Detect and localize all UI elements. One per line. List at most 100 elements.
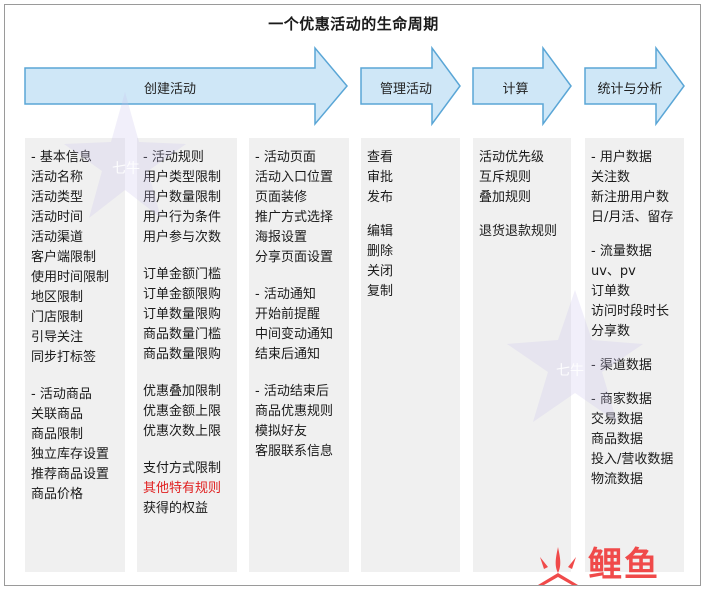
list-item: 关闭 xyxy=(367,264,394,279)
list-spacer xyxy=(143,442,237,459)
list-item: 叠加规则 xyxy=(479,190,532,205)
list-spacer xyxy=(255,268,349,285)
list-item: 发布 xyxy=(367,190,394,205)
list-item: 优惠叠加限制 xyxy=(143,384,222,399)
phase-label-create: 创建活动 xyxy=(143,82,196,97)
list-item: 关联商品 xyxy=(31,407,84,422)
phase-arrow-calc xyxy=(472,45,572,127)
list-item: 商品价格 xyxy=(31,487,84,502)
list-spacer xyxy=(143,365,237,382)
list-item: 编辑 xyxy=(367,224,394,239)
column-activity-rules: - 活动规则用户类型限制用户数量限制用户行为条件用户参与次数订单金额门槛订单金额… xyxy=(137,138,237,572)
list-item: 用户数量限制 xyxy=(143,190,222,205)
list-item: 访问时段时长 xyxy=(591,304,670,319)
list-item: - 用户数据 xyxy=(591,150,652,165)
list-item: 订单数量限购 xyxy=(143,307,222,322)
list-item: 地区限制 xyxy=(31,290,84,305)
list-item: 结束后通知 xyxy=(255,347,321,362)
list-item: 订单金额门槛 xyxy=(143,267,222,282)
list-item: 订单金额限购 xyxy=(143,287,222,302)
column-manage-actions: 查看审批发布编辑删除关闭复制 xyxy=(361,138,460,572)
list-item: 门店限制 xyxy=(31,310,84,325)
list-item: 用户参与次数 xyxy=(143,230,222,245)
list-item: - 活动商品 xyxy=(31,387,92,402)
phase-arrow-stats xyxy=(584,45,685,127)
phase-label-calc: 计算 xyxy=(502,82,529,97)
list-item: uv、pv xyxy=(591,264,636,279)
list-item: 关注数 xyxy=(591,170,631,185)
list-item: 复制 xyxy=(367,284,394,299)
list-spacer xyxy=(31,368,125,385)
list-item: - 渠道数据 xyxy=(591,358,652,373)
list-item: 删除 xyxy=(367,244,394,259)
list-item: 活动渠道 xyxy=(31,230,84,245)
list-spacer xyxy=(479,208,571,222)
list-item: 活动类型 xyxy=(31,190,84,205)
list-item: 用户行为条件 xyxy=(143,210,222,225)
list-item: - 活动结束后 xyxy=(255,384,329,399)
list-item: - 活动通知 xyxy=(255,287,316,302)
phase-arrow-create xyxy=(24,45,348,127)
list-item: - 基本信息 xyxy=(31,150,92,165)
phase-label-manage: 管理活动 xyxy=(379,82,432,97)
list-spacer xyxy=(143,248,237,265)
list-item: 活动优先级 xyxy=(479,150,545,165)
list-item: - 活动规则 xyxy=(143,150,204,165)
column-activity-page: - 活动页面活动入口位置页面装修推广方式选择海报设置分享页面设置 - 活动通知开始… xyxy=(249,138,349,572)
list-item: 独立库存设置 xyxy=(31,447,110,462)
list-item: 新注册用户数 xyxy=(591,190,670,205)
list-item: 同步打标签 xyxy=(31,350,97,365)
list-item: 开始前提醒 xyxy=(255,307,321,322)
list-item: 商品限制 xyxy=(31,427,84,442)
list-item: 互斥规则 xyxy=(479,170,532,185)
list-spacer xyxy=(367,208,460,222)
list-item: 订单数 xyxy=(591,284,631,299)
list-item: 审批 xyxy=(367,170,394,185)
list-item: 分享数 xyxy=(591,324,631,339)
list-item: 支付方式限制 xyxy=(143,461,222,476)
phase-label-stats: 统计与分析 xyxy=(597,82,663,97)
list-item: 客服联系信息 xyxy=(255,444,334,459)
list-item: 活动时间 xyxy=(31,210,84,225)
list-item: 推荐商品设置 xyxy=(31,467,110,482)
list-item: 获得的权益 xyxy=(143,501,209,516)
list-item: 模拟好友 xyxy=(255,424,308,439)
list-item: 商品优惠规则 xyxy=(255,404,334,419)
list-item: 引导关注 xyxy=(31,330,84,345)
list-item: 退货退款规则 xyxy=(479,224,558,239)
list-item: 活动入口位置 xyxy=(255,170,334,185)
list-item: 用户类型限制 xyxy=(143,170,222,185)
column-statistics: - 用户数据关注数新注册用户数日/月活、留存 - 流量数据 uv、pv 订单数访问时段… xyxy=(585,138,684,572)
list-item: 活动名称 xyxy=(31,170,84,185)
list-spacer xyxy=(591,376,684,390)
list-item: - 流量数据 xyxy=(591,244,652,259)
list-item: 优惠金额上限 xyxy=(143,404,222,419)
list-item: 客户端限制 xyxy=(31,250,97,265)
list-item: 日/月活、留存 xyxy=(591,210,674,225)
list-item: 投入/营收数据 xyxy=(591,452,674,467)
list-item: 商品数据 xyxy=(591,432,644,447)
list-item: 推广方式选择 xyxy=(255,210,334,225)
phase-arrow-manage xyxy=(360,45,461,127)
list-item: 优惠次数上限 xyxy=(143,424,222,439)
diagram-title: 一个优惠活动的生命周期 xyxy=(268,15,439,33)
list-spacer xyxy=(591,342,684,356)
list-item: - 活动页面 xyxy=(255,150,316,165)
logo-text: 鲤鱼 xyxy=(588,545,660,585)
list-item: 商品数量门槛 xyxy=(143,327,222,342)
list-item: 物流数据 xyxy=(591,472,644,487)
list-item: 分享页面设置 xyxy=(255,250,334,265)
fire-logo-icon xyxy=(538,547,578,585)
list-item: 商品数量限购 xyxy=(143,347,222,362)
list-item: 海报设置 xyxy=(255,230,308,245)
list-item: 交易数据 xyxy=(591,412,644,427)
list-item: 页面装修 xyxy=(255,190,308,205)
list-item: 使用时间限制 xyxy=(31,270,110,285)
column-calculation: 活动优先级互斥规则叠加规则退货退款规则 xyxy=(473,138,571,572)
list-item: 中间变动通知 xyxy=(255,327,334,342)
list-item: 查看 xyxy=(367,150,394,165)
list-item: - 商家数据 xyxy=(591,392,652,407)
list-spacer xyxy=(255,365,349,382)
list-spacer xyxy=(591,228,684,242)
